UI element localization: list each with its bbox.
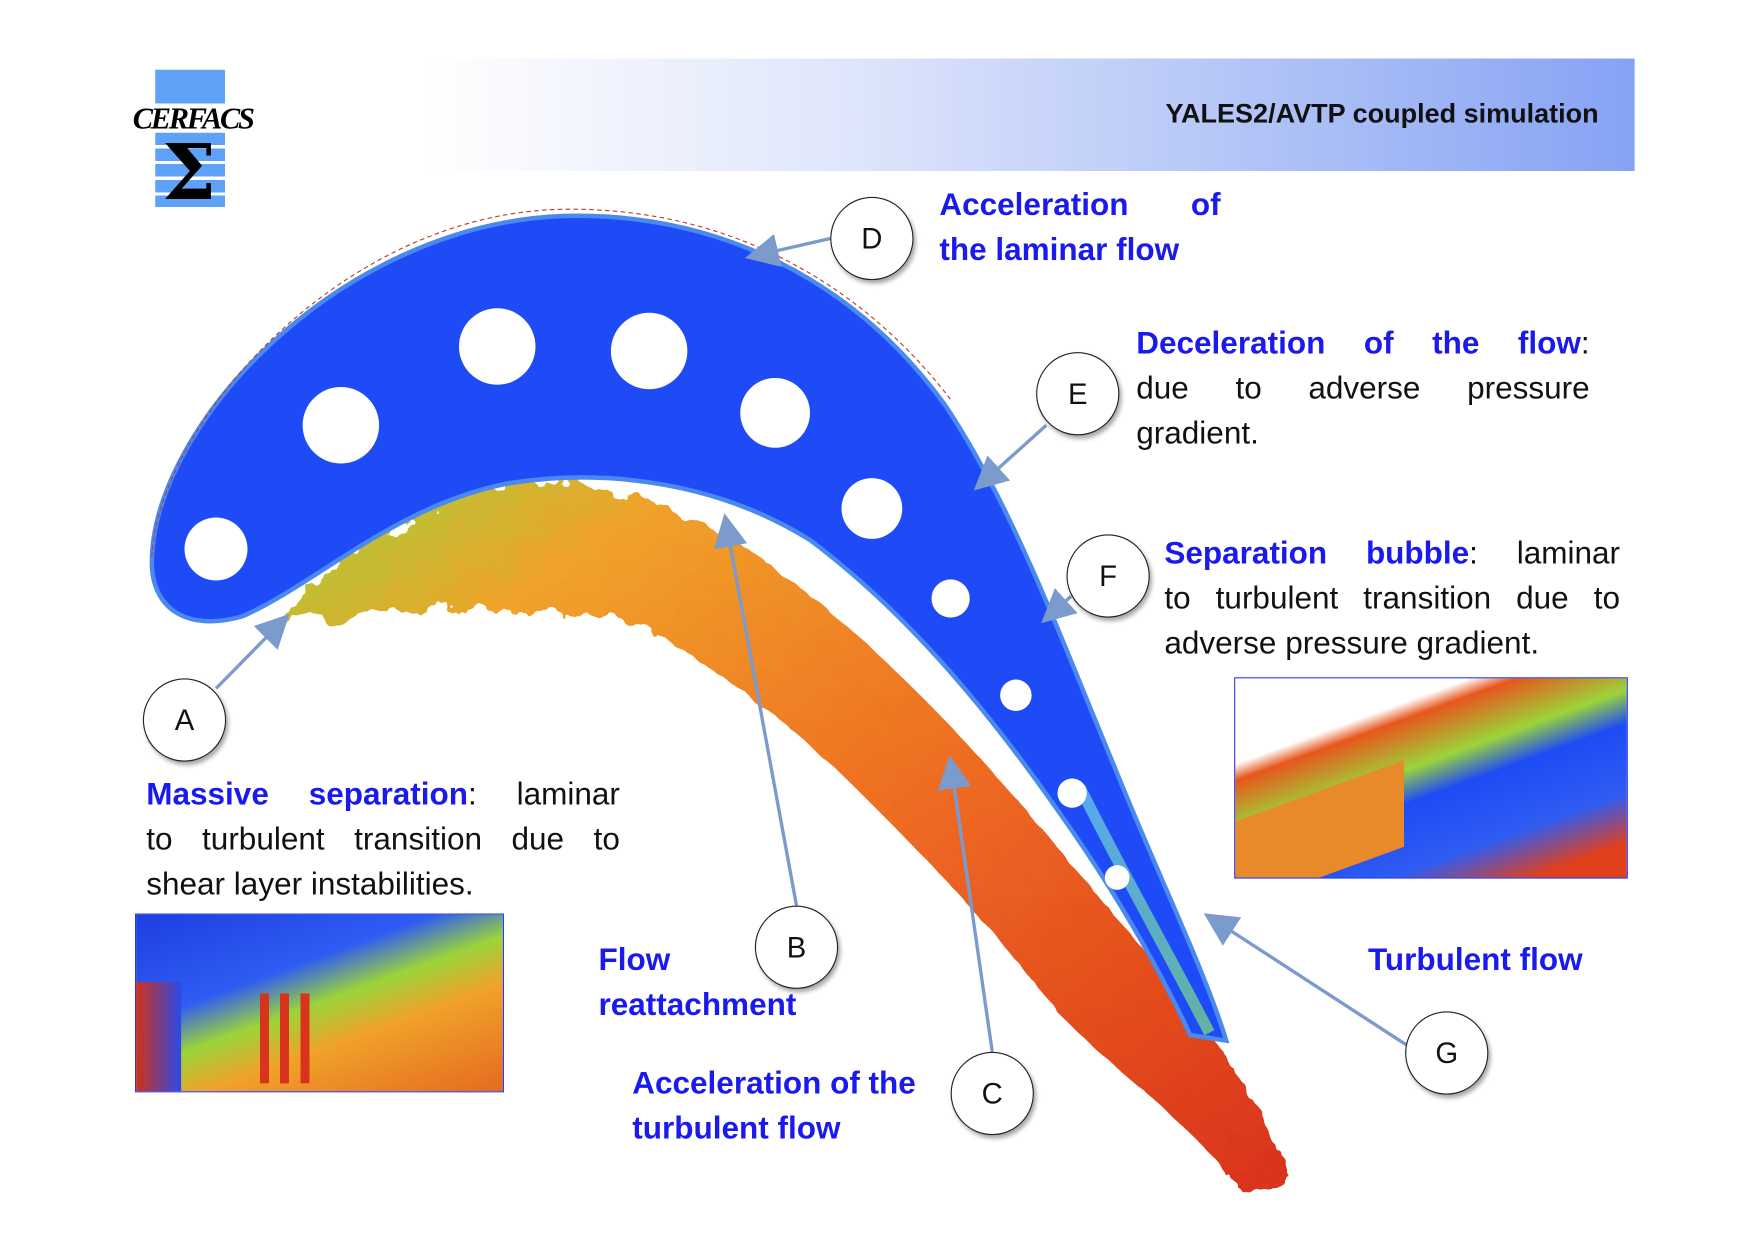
leading-band xyxy=(1074,784,1215,1036)
header-banner: YALES2/AVTP coupled simulation xyxy=(421,58,1635,171)
marker-f: F xyxy=(1066,534,1150,618)
turbine-blade xyxy=(149,213,1230,1044)
annotation-a: Massive separation: laminar to turbulent… xyxy=(146,776,620,902)
inset-massive-separation xyxy=(135,913,504,1093)
marker-b: B xyxy=(754,905,839,989)
arrows xyxy=(214,234,1410,1053)
cooling-holes xyxy=(184,308,1130,890)
annotation-e: Deceleration of the flow: due to adverse… xyxy=(1136,325,1590,450)
marker-g: G xyxy=(1405,1011,1489,1095)
annotation-g: Turbulent flow xyxy=(1368,941,1583,977)
cerfacs-logo: CERFACS Σ xyxy=(133,69,255,218)
marker-d: D xyxy=(830,196,914,281)
marker-a: A xyxy=(142,678,227,762)
annotation-d: Acceleration of the laminar flow xyxy=(939,186,1221,267)
marker-e: E xyxy=(1036,352,1120,436)
turbulent-wake xyxy=(281,480,1294,1187)
inset-separation-bubble xyxy=(1234,677,1628,879)
marker-c: C xyxy=(950,1051,1034,1136)
annotation-f: Separation bubble: laminar to turbulent … xyxy=(1164,535,1620,661)
slide-title: YALES2/AVTP coupled simulation xyxy=(1165,99,1599,130)
